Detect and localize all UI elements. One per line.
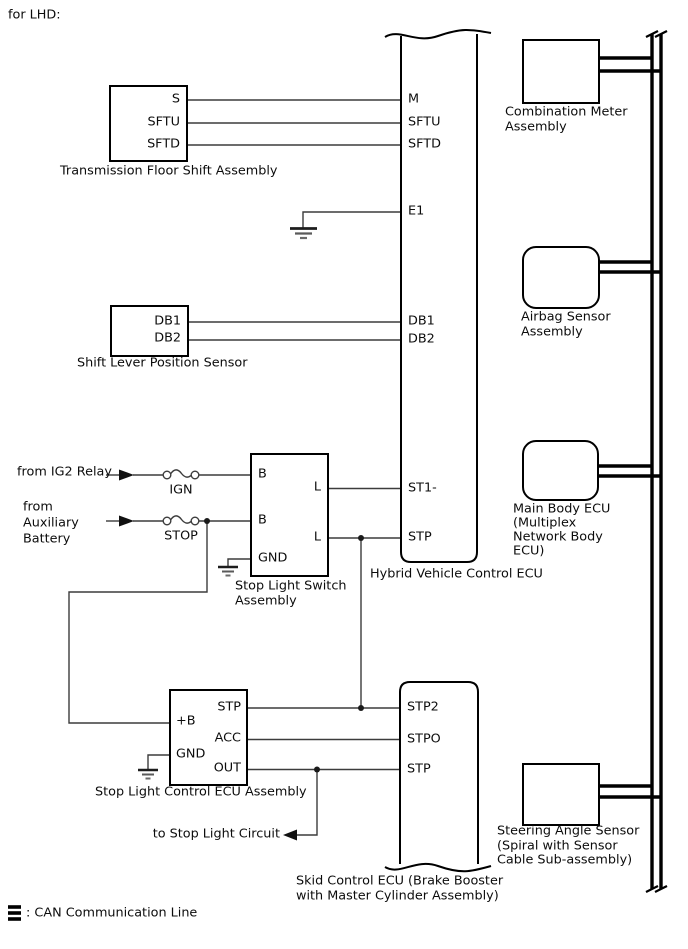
pin-label-gnd: GND [258, 550, 288, 566]
fuse-icon-stop [162, 515, 200, 526]
pin-label-e1: E1 [408, 203, 425, 219]
component-boxes [109, 29, 600, 873]
arrow-right-icon [119, 469, 134, 481]
pin-label-stp: STP [407, 761, 431, 777]
pin-label-stp: STP [217, 699, 241, 715]
pin-label-stp: STP [408, 529, 432, 545]
fuse-icon-ign [162, 469, 200, 480]
hybrid-ecu-box [400, 34, 478, 563]
stop-light-switch-label: Stop Light Switch [235, 578, 347, 594]
combination-meter-box [522, 39, 600, 104]
main-body-ecu-label: Main Body ECU [513, 501, 611, 517]
power-source-ig2-label: from IG2 Relay [17, 464, 112, 480]
junction-dots [204, 518, 364, 773]
legend-label: : CAN Communication Line [26, 905, 198, 921]
shift-lever-box [110, 305, 189, 357]
junction-dot [204, 518, 210, 524]
pin-label-db2: DB2 [408, 331, 435, 347]
steering-sensor-label: (Spiral with Sensor [497, 838, 618, 854]
power-source-aux-label: Auxiliary [23, 515, 79, 531]
ground-icon [138, 768, 158, 780]
pin-label-sftd: SFTD [147, 136, 180, 152]
wire-e1-ground [302, 211, 401, 228]
stop-light-switch-box [250, 453, 329, 577]
stop-light-switch-label: Assembly [235, 593, 297, 609]
pin-label-acc: ACC [214, 730, 241, 746]
pin-label-db1: DB1 [408, 313, 435, 329]
arrow-right-icon [119, 515, 134, 527]
steering-sensor-label: Cable Sub-assembly) [497, 852, 633, 868]
wire-to-stop-light-circuit [296, 769, 318, 836]
steering-sensor-label: Steering Angle Sensor [497, 823, 640, 839]
pin-label-l: L [313, 529, 321, 545]
airbag-sensor-label: Airbag Sensor [521, 309, 611, 325]
hybrid-ecu-label: Hybrid Vehicle Control ECU [370, 566, 543, 582]
power-source-aux-label: Battery [23, 531, 71, 547]
can-bus-trunk [645, 30, 668, 893]
airbag-sensor-label: Assembly [521, 324, 583, 340]
wire-switch-gnd [227, 558, 251, 566]
note-to-stop-light-circuit: to Stop Light Circuit [152, 826, 280, 842]
junction-dot [314, 766, 320, 773]
skid-control-box [399, 681, 479, 864]
main-body-ecu-label: (Multiplex [513, 515, 577, 531]
pin-label-stpo: STPO [407, 731, 441, 747]
legend-can-icon [8, 905, 21, 921]
skid-control-label: Skid Control ECU (Brake Booster [296, 873, 504, 889]
junction-dot [358, 705, 364, 711]
main-body-ecu-label: ECU) [513, 543, 545, 559]
pin-label-db2: DB2 [154, 330, 181, 346]
skid-control-label: with Master Cylinder Assembly) [296, 888, 499, 904]
pin-label-sftu: SFTU [147, 114, 180, 130]
pin-label-sftd: SFTD [408, 136, 441, 152]
pin-label-l: L [313, 479, 321, 495]
steering-sensor-box [522, 763, 600, 826]
pin-label-st1: ST1- [408, 480, 437, 496]
main-body-ecu-label: Network Body [513, 529, 603, 545]
pin-label-stp2: STP2 [407, 699, 439, 715]
hybrid-ecu-torn-edge [384, 29, 492, 40]
skid-control-torn-edge [384, 862, 492, 873]
airbag-sensor-box [522, 246, 600, 309]
fuse-label-stop: STOP [164, 528, 198, 544]
pin-label-b: B [258, 512, 267, 528]
stop-light-control-box [169, 689, 248, 786]
ground-icon [290, 227, 317, 240]
stop-light-control-label: Stop Light Control ECU Assembly [95, 784, 307, 800]
pin-label-out: OUT [213, 760, 241, 776]
pin-label-m: M [408, 91, 420, 107]
pin-label-gnd: GND [176, 746, 206, 762]
ground-icon [218, 565, 238, 577]
main-body-ecu-box [522, 440, 599, 501]
flow-arrows [119, 469, 297, 841]
wire-stop-branch-to-plusb [68, 521, 208, 724]
diagram-title: for LHD: [8, 7, 61, 23]
pin-label-b: B [258, 466, 267, 482]
transmission-label: Transmission Floor Shift Assembly [60, 163, 278, 179]
power-source-aux-label: from [23, 499, 53, 515]
pin-label-sftu: SFTU [408, 114, 441, 130]
pin-label-s: S [171, 91, 180, 107]
junction-dot [358, 535, 364, 541]
wire-control-gnd [147, 754, 170, 769]
pin-label-plus-b: +B [176, 713, 196, 729]
arrow-left-icon [283, 829, 297, 841]
fuse-label-ign: IGN [169, 482, 193, 498]
pin-label-db1: DB1 [154, 313, 181, 329]
combination-meter-label: Assembly [505, 119, 567, 135]
combination-meter-label: Combination Meter [505, 104, 628, 120]
shift-lever-label: Shift Lever Position Sensor [77, 355, 248, 371]
transmission-box [109, 85, 188, 162]
